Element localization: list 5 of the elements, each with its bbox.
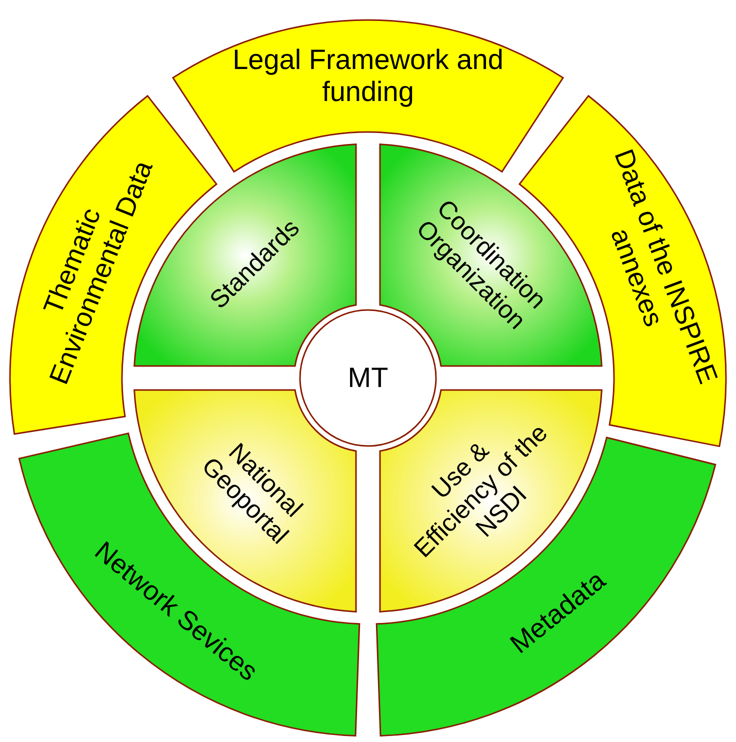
ring-segment <box>172 19 564 173</box>
ring-segment <box>18 432 361 737</box>
ring-segment <box>379 143 603 367</box>
segment-label: Legal Framework and funding <box>232 44 504 108</box>
segment-label: MT <box>346 362 390 394</box>
